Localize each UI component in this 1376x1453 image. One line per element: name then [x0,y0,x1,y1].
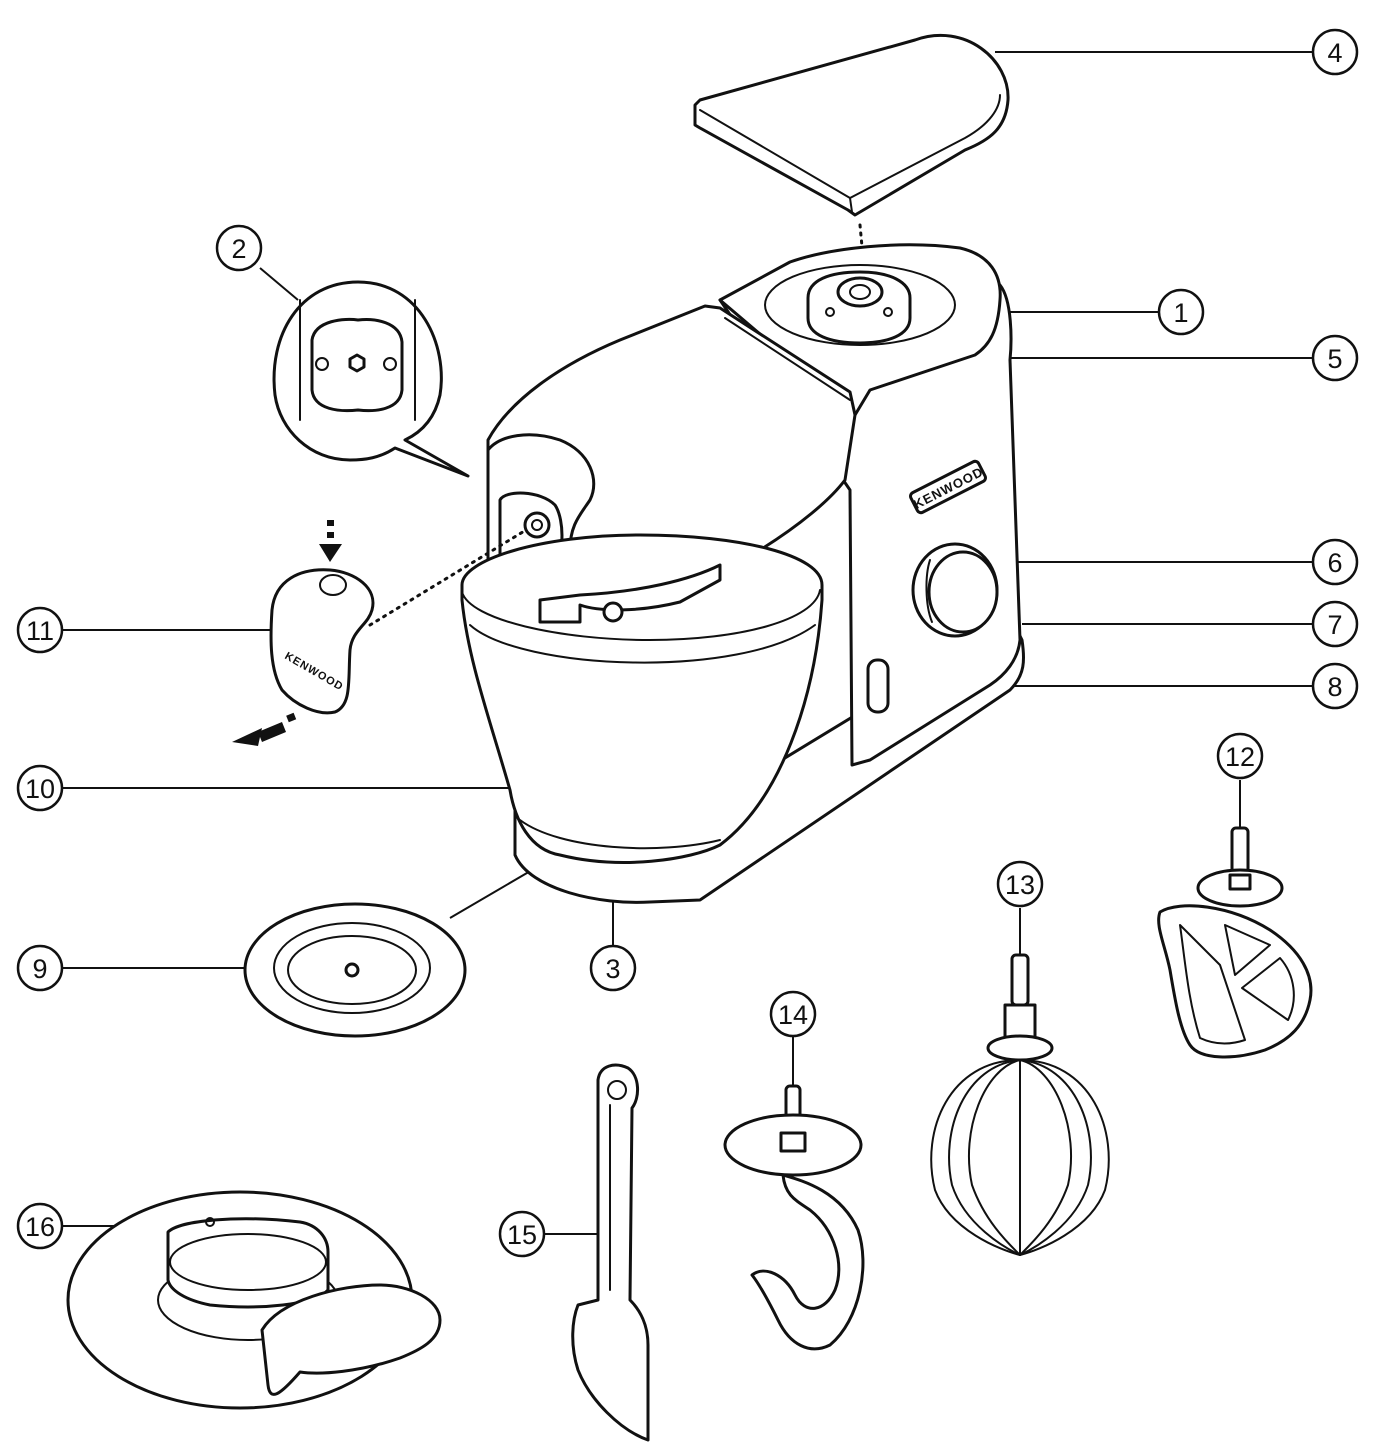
callout-13: 13 [996,860,1044,908]
svg-text:4: 4 [1327,38,1342,68]
dough-hook [723,1084,865,1351]
pouring-shield [66,1190,442,1410]
callout-5: 5 [1311,334,1359,382]
svg-text:5: 5 [1327,344,1342,374]
callouts: 1 2 3 4 5 6 7 8 9 10 11 12 13 14 15 16 [16,28,1359,1258]
svg-text:2: 2 [231,234,246,264]
callout-3: 3 [589,944,637,992]
callout-9: 9 [16,944,64,992]
callout-15: 15 [498,1210,546,1258]
svg-text:9: 9 [32,954,47,984]
callout-16: 16 [16,1202,64,1250]
k-beater [1157,826,1313,1059]
callout-2: 2 [215,224,263,272]
svg-text:7: 7 [1327,610,1342,640]
callout-4: 4 [1311,28,1359,76]
callout-8: 8 [1311,662,1359,710]
svg-text:1: 1 [1173,298,1188,328]
speed-control-dial [911,542,999,638]
callout-7: 7 [1311,600,1359,648]
spatula [571,1063,650,1442]
leader-2 [259,267,299,301]
svg-text:11: 11 [26,616,54,646]
svg-text:3: 3 [605,954,620,984]
callout-1: 1 [1157,288,1205,336]
svg-text:13: 13 [1005,870,1035,900]
callout-11: 11 [16,606,64,654]
svg-text:14: 14 [778,1000,808,1030]
whisk [930,953,1110,1256]
svg-text:15: 15 [507,1220,537,1250]
head-lift-lever [866,658,890,714]
svg-text:8: 8 [1327,672,1342,702]
callout-12: 12 [1216,732,1264,780]
svg-text:10: 10 [25,774,55,804]
outlet-detail-zoom [272,280,470,478]
svg-text:12: 12 [1225,742,1255,772]
slow-outlet-cover: KENWOOD [232,520,375,746]
callout-14: 14 [769,990,817,1038]
svg-text:16: 16 [25,1212,55,1242]
bowl-base-plate [243,902,467,1038]
planetary-outlet [806,270,912,345]
outlet-cover [693,33,1010,217]
callout-6: 6 [1311,538,1359,586]
svg-text:6: 6 [1327,548,1342,578]
mixer-body: KENWOOD [486,243,1025,904]
callout-10: 10 [16,764,64,812]
cap-guide-line [368,528,528,627]
tool-socket [538,563,722,624]
